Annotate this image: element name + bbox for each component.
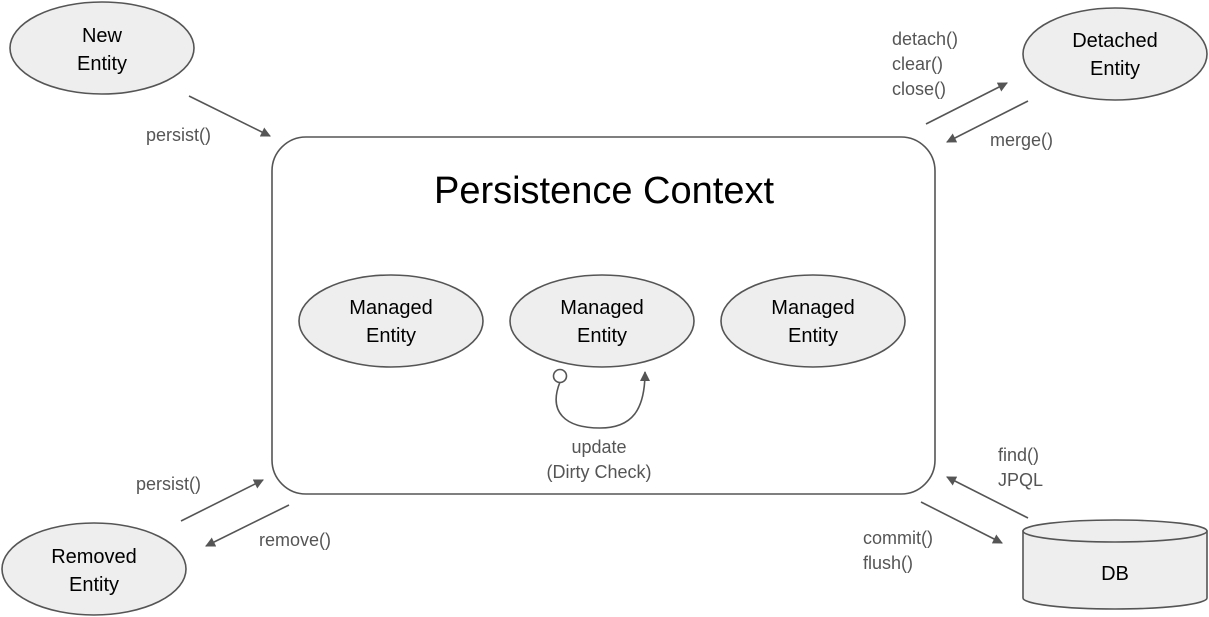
managed-entity-3-label-line2: Entity bbox=[788, 325, 838, 347]
removed-entity-node: Removed Entity bbox=[1, 522, 187, 616]
new-entity-node: New Entity bbox=[9, 1, 195, 95]
close-label: close() bbox=[892, 79, 946, 99]
edge-detached-to-context: merge() bbox=[946, 100, 1053, 150]
edge-context-to-detached: detach() clear() close() bbox=[892, 29, 1008, 125]
self-loop-start-circle bbox=[552, 368, 568, 384]
new-entity-label-line1: New bbox=[82, 25, 123, 47]
new-entity-label-line2: Entity bbox=[77, 53, 127, 75]
new-persist-label: persist() bbox=[146, 125, 211, 145]
db-cylinder-node: DB bbox=[1022, 519, 1208, 610]
edge-context-to-db: commit() flush() bbox=[863, 501, 1003, 573]
managed-entity-node-3: Managed Entity bbox=[720, 274, 906, 368]
removed-entity-label-line1: Removed bbox=[51, 546, 137, 568]
edge-new-to-context: persist() bbox=[146, 95, 271, 145]
persistence-context-title: Persistence Context bbox=[434, 170, 774, 212]
managed-entity-node-2: Managed Entity bbox=[509, 274, 695, 368]
managed-entity-3-label-line1: Managed bbox=[771, 297, 854, 319]
update-label-line1: update bbox=[571, 437, 626, 457]
detach-label: detach() bbox=[892, 29, 958, 49]
jpql-label: JPQL bbox=[998, 470, 1043, 490]
update-label-line2: (Dirty Check) bbox=[546, 462, 651, 482]
detached-entity-label-line2: Entity bbox=[1090, 58, 1140, 80]
db-label: DB bbox=[1101, 563, 1129, 585]
merge-label: merge() bbox=[990, 130, 1053, 150]
flush-label: flush() bbox=[863, 553, 913, 573]
managed-entity-1-label-line1: Managed bbox=[349, 297, 432, 319]
managed-entity-2-label-line2: Entity bbox=[577, 325, 627, 347]
clear-label: clear() bbox=[892, 54, 943, 74]
managed-entity-node-1: Managed Entity bbox=[298, 274, 484, 368]
edge-db-to-context: find() JPQL bbox=[946, 445, 1043, 519]
find-label: find() bbox=[998, 445, 1039, 465]
edge-removed-to-context: persist() bbox=[136, 474, 264, 522]
managed-entity-1-label-line2: Entity bbox=[366, 325, 416, 347]
edge-context-to-removed: remove() bbox=[205, 504, 331, 550]
update-self-loop: update (Dirty Check) bbox=[546, 368, 652, 482]
remove-label: remove() bbox=[259, 530, 331, 550]
detached-entity-node: Detached Entity bbox=[1022, 7, 1208, 101]
managed-entity-2-label-line1: Managed bbox=[560, 297, 643, 319]
commit-label: commit() bbox=[863, 528, 933, 548]
removed-persist-label: persist() bbox=[136, 474, 201, 494]
removed-entity-label-line2: Entity bbox=[69, 574, 119, 596]
detached-entity-label-line1: Detached bbox=[1072, 30, 1158, 52]
